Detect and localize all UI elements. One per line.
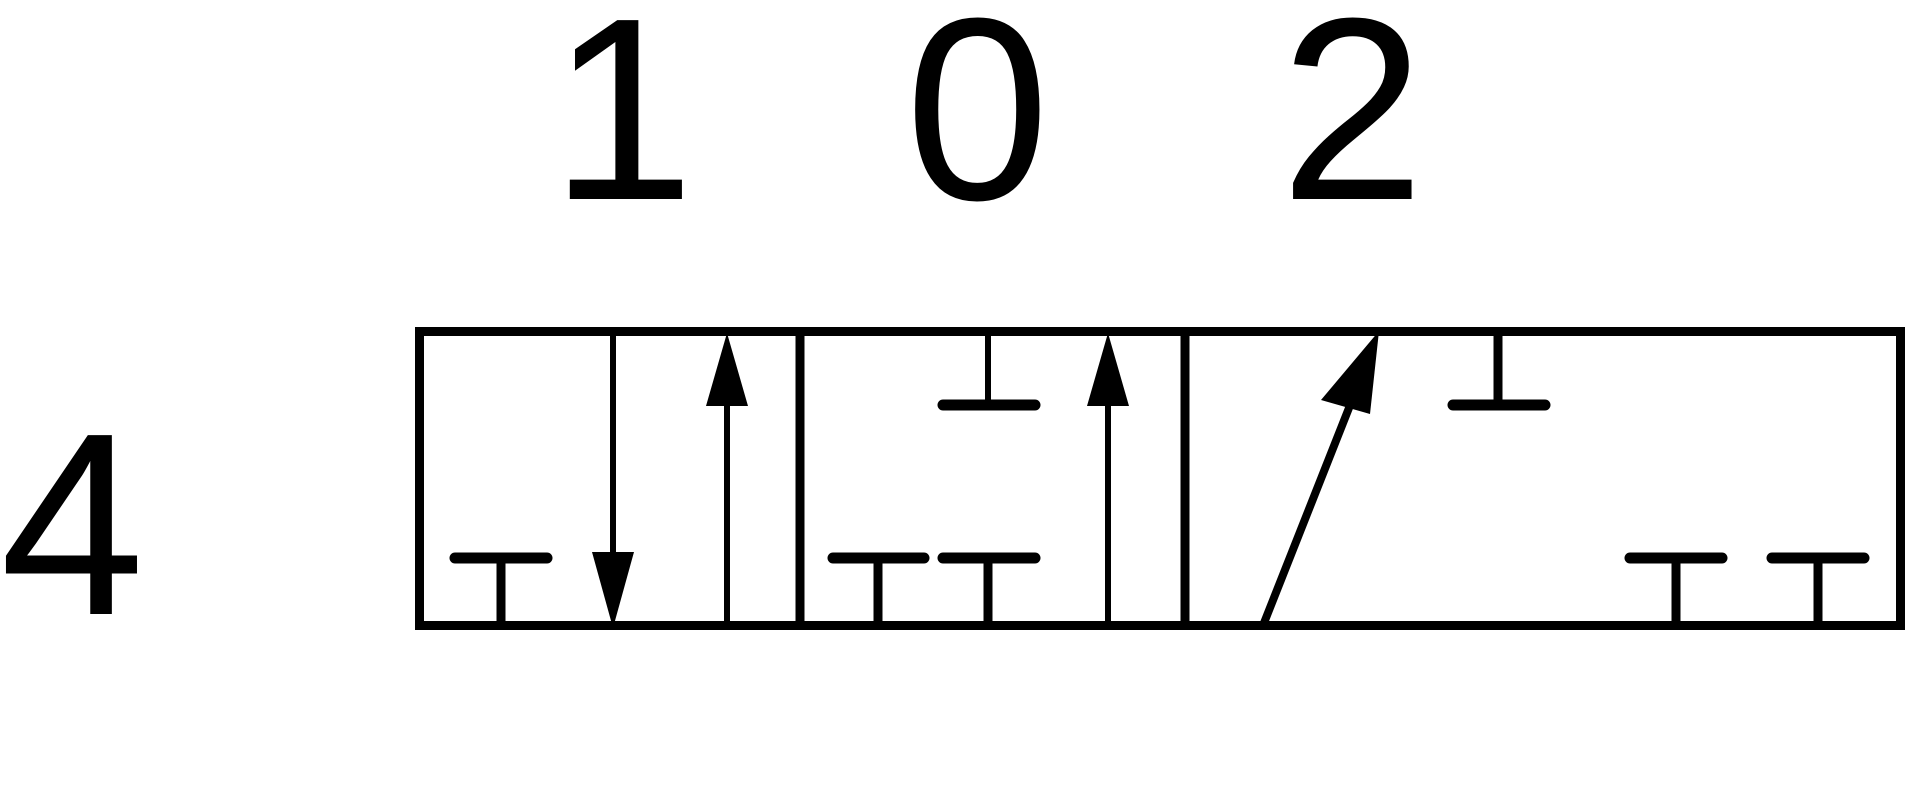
cell-1-group: [449, 333, 748, 628]
arrow-up-head-c0: [1087, 333, 1129, 406]
arrow-down-head-c1: [592, 552, 634, 628]
column-label-1: 1: [550, 0, 695, 255]
column-label-2: 2: [1280, 0, 1425, 255]
cell-2-group: [1258, 331, 1870, 630]
grid-outer-frame: [415, 327, 1905, 630]
arrow-diagonal-head-c2: [1321, 331, 1379, 414]
row-label-4: 4: [0, 380, 145, 670]
arrow-diagonal-shaft-c2: [1258, 373, 1366, 630]
column-label-0: 0: [905, 0, 1050, 255]
cell-0-group: [827, 333, 1129, 628]
arrow-up-head-c1: [706, 333, 748, 406]
